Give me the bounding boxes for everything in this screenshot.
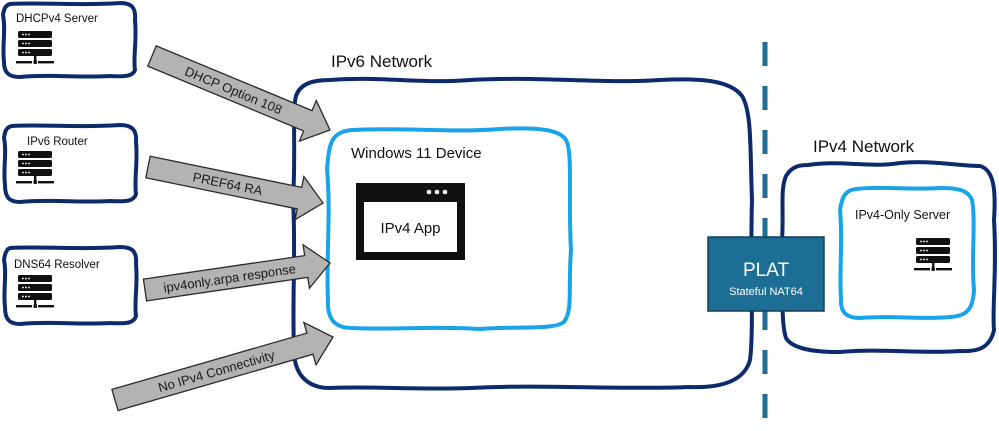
- ipv6-network-label: IPv6 Network: [331, 52, 433, 71]
- app-menu-dot: [442, 189, 448, 195]
- server-icon: [16, 31, 54, 64]
- arrow-dhcp-option-108: DHCP Option 108: [146, 44, 331, 143]
- arrow-ipv4only-arpa-response: ipv4only.arpa response: [142, 243, 331, 302]
- plat-box[interactable]: PLAT Stateful NAT64: [707, 236, 825, 312]
- server-icon: [16, 151, 54, 184]
- arrow-shape: [111, 321, 334, 412]
- ipv4-network-label: IPv4 Network: [813, 137, 915, 156]
- arrow-pref64-ra: PREF64 RA: [145, 155, 324, 222]
- source-box-boundary: [1, 244, 139, 327]
- source-dns64-resolver[interactable]: DNS64 Resolver: [1, 244, 139, 327]
- source-label: DHCPv4 Server: [16, 13, 98, 25]
- arrow-label: DHCP Option 108: [183, 64, 285, 118]
- arrow-no-ipv4-connectivity: No IPv4 Connectivity: [111, 321, 334, 412]
- ipv4-app[interactable]: IPv4 App: [356, 183, 465, 260]
- source-dhcpv4-server[interactable]: DHCPv4 Server: [0, 0, 138, 80]
- source-ipv6-router[interactable]: IPv6 Router: [1, 122, 139, 205]
- arrow-shape: [142, 243, 331, 302]
- server-icon: [914, 238, 952, 271]
- app-label: IPv4 App: [380, 220, 440, 237]
- server-icon: [16, 275, 54, 308]
- ipv6-network-boundary: [290, 76, 755, 391]
- source-label: DNS64 Resolver: [14, 259, 100, 271]
- app-menu-dot: [434, 189, 440, 195]
- server-label: IPv4-Only Server: [855, 208, 950, 222]
- server-boundary: [837, 185, 977, 321]
- device-label: Windows 11 Device: [351, 145, 482, 162]
- device-boundary: [324, 126, 574, 332]
- source-box-boundary: [1, 122, 139, 205]
- app-menu-dot: [426, 189, 432, 195]
- ipv4-network: IPv4 Network IPv4-Only Server: [779, 137, 997, 355]
- plat-subtitle: Stateful NAT64: [729, 286, 803, 298]
- arrow-shape: [146, 44, 331, 143]
- plat-rect: [707, 236, 825, 312]
- source-box-boundary: [0, 0, 138, 80]
- arrow-shape: [145, 155, 324, 222]
- app-window-body: [364, 202, 457, 252]
- ipv6-network: IPv6 Network Windows 11 Device IPv4 App: [290, 52, 755, 391]
- windows-11-device[interactable]: Windows 11 Device IPv4 App: [324, 126, 574, 332]
- source-label: IPv6 Router: [27, 136, 88, 148]
- ipv4-network-boundary: [779, 160, 997, 355]
- ipv4-only-server[interactable]: IPv4-Only Server: [837, 185, 977, 321]
- plat-title: PLAT: [743, 260, 790, 281]
